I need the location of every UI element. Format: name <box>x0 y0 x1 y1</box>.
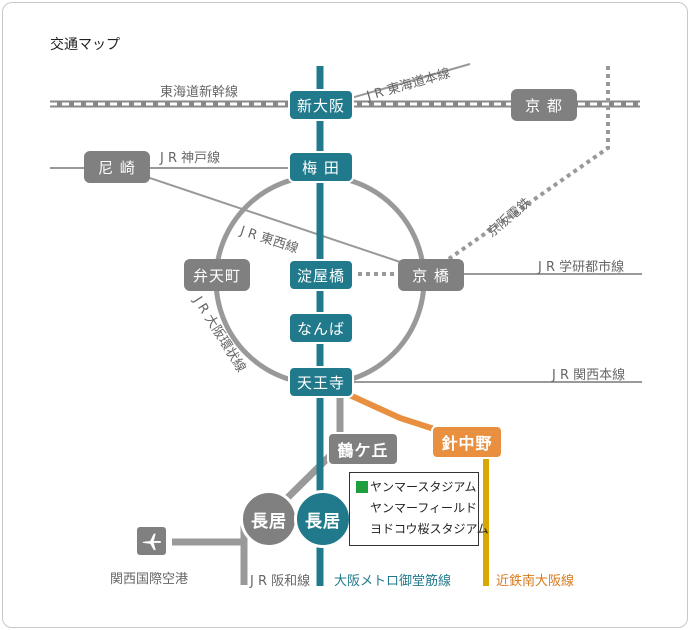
label-tokaido-shinkansen: 東海道新幹線 <box>160 85 239 100</box>
airport-icon <box>137 527 166 555</box>
station-umeda[interactable]: 梅 田 <box>288 151 354 183</box>
venue-legend: ヤンマースタジアム ヤンマーフィールド ヨドコウ桜スタジアム <box>349 472 489 546</box>
label-jr-kobe: J R 神戸線 <box>160 151 221 166</box>
station-tennoji[interactable]: 天王寺 <box>288 366 354 398</box>
station-harinakano[interactable]: 針中野 <box>431 425 503 459</box>
map-title: 交通マップ <box>50 37 120 53</box>
station-shin-osaka[interactable]: 新大阪 <box>288 89 354 121</box>
station-kyobashi[interactable]: 京 橋 <box>398 259 464 291</box>
station-bentencho[interactable]: 弁天町 <box>184 259 250 291</box>
label-jr-kansai: J R 関西本線 <box>552 368 626 383</box>
station-nagai-metro[interactable]: 長居 <box>294 490 352 548</box>
legend-item: ヤンマーフィールド <box>370 501 478 515</box>
station-amagasaki[interactable]: 尼 崎 <box>84 151 150 183</box>
station-kyoto[interactable]: 京 都 <box>511 89 577 121</box>
label-jr-hanwa: J R 阪和線 <box>250 574 311 589</box>
station-yodoyabashi[interactable]: 淀屋橋 <box>288 259 354 291</box>
legend-item: ヤンマースタジアム <box>356 477 477 498</box>
station-namba[interactable]: なんば <box>288 312 354 344</box>
legend-item: ヨドコウ桜スタジアム <box>370 522 489 536</box>
station-tsurugaoka[interactable]: 鶴ケ丘 <box>327 432 399 466</box>
label-airport: 関西国際空港 <box>110 572 189 587</box>
label-kintetsu: 近鉄南大阪線 <box>496 574 575 589</box>
keihan-line <box>428 66 610 274</box>
venue-marker-icon <box>356 481 368 493</box>
station-nagai-jr[interactable]: 長居 <box>240 490 298 548</box>
label-metro-midosuji: 大阪メトロ御堂筋線 <box>334 574 452 589</box>
label-jr-gakkentoshi: J R 学研都市線 <box>538 260 625 275</box>
jr-tozai-line <box>119 167 431 273</box>
